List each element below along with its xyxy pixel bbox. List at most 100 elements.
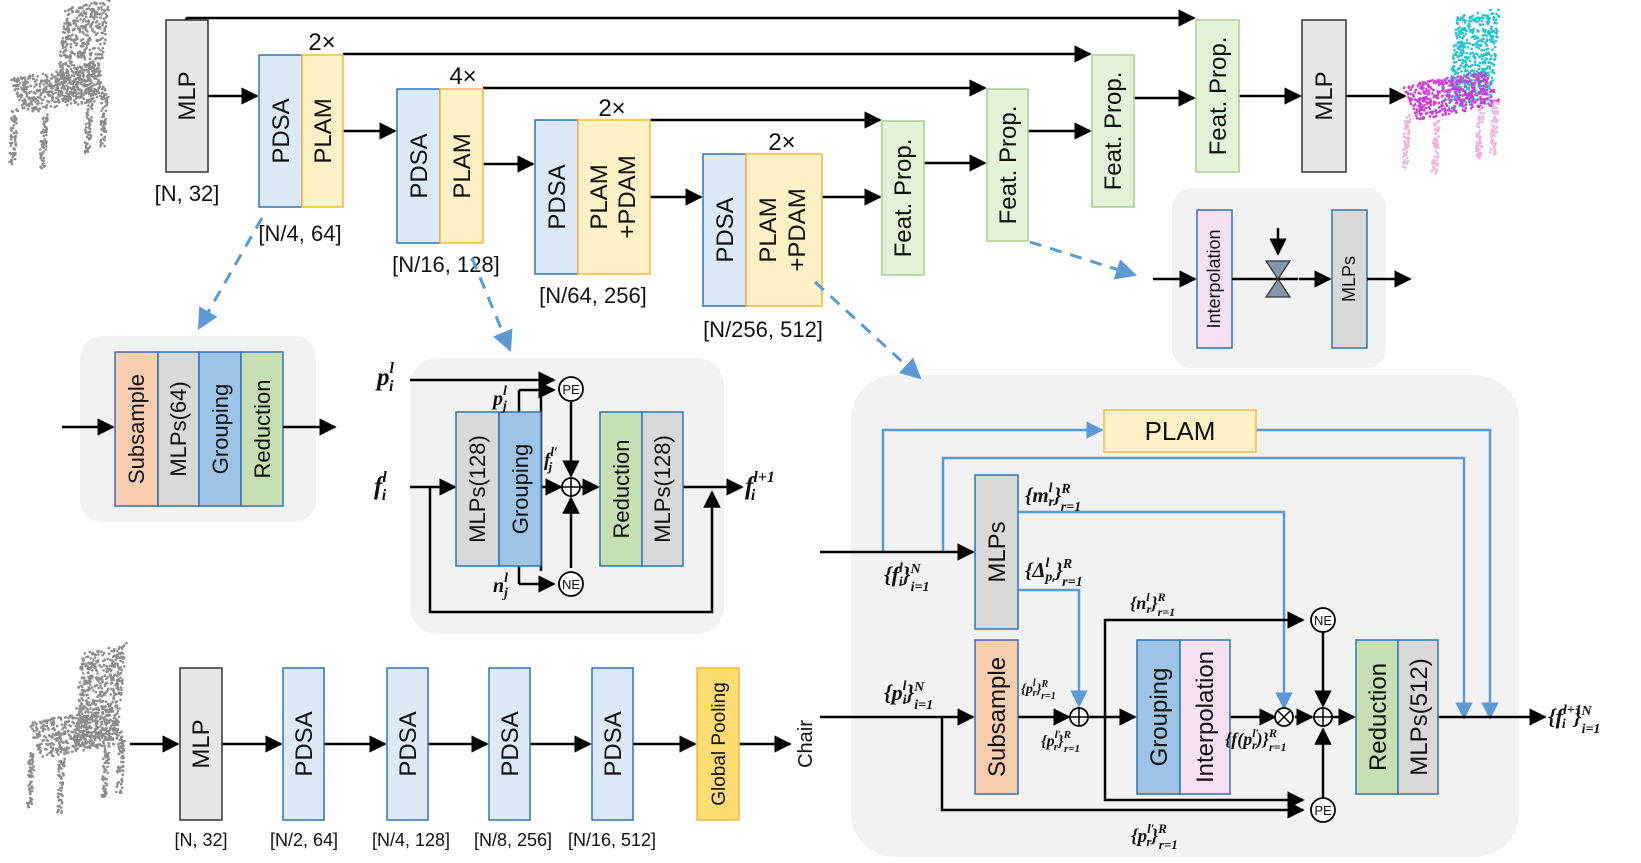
svg-text:[N/4, 128]: [N/4, 128]	[372, 830, 450, 850]
mlp-block-top: MLP	[165, 19, 209, 173]
pdsa-block-b2: PDSA	[386, 667, 429, 821]
svg-text:Grouping: Grouping	[208, 384, 233, 475]
svg-text:PDSA: PDSA	[291, 711, 318, 776]
pdsa-detail: Subsample MLPs(64) Grouping Reduction	[62, 351, 337, 507]
mlp-label: MLP	[174, 71, 201, 120]
mlp-block-top-final: MLP	[1301, 19, 1347, 173]
svg-text:MLPs(128): MLPs(128)	[650, 435, 675, 543]
pdsa-block-b1: PDSA	[282, 667, 325, 821]
feat-prop-block-1: Feat. Prop.	[881, 120, 925, 276]
svg-text:Interpolation: Interpolation	[1204, 229, 1224, 328]
svg-text:Reduction: Reduction	[250, 379, 275, 478]
svg-text:Feat. Prop.: Feat. Prop.	[995, 106, 1022, 225]
svg-text:NE: NE	[1314, 613, 1332, 628]
svg-text:PE: PE	[1314, 803, 1332, 818]
svg-text:PDSA: PDSA	[712, 197, 739, 262]
dim-label: [N/16, 128]	[392, 252, 500, 277]
pdam-detail: PLAM MLPs Subsample Grouping Interpola	[820, 409, 1600, 852]
svg-text:Subsample: Subsample	[124, 374, 149, 484]
class-label: Chair	[795, 720, 817, 768]
stage1-block: PDSA PLAM	[258, 54, 344, 208]
svg-text:Subsample: Subsample	[984, 657, 1011, 777]
svg-text:+PDAM: +PDAM	[614, 155, 641, 238]
svg-text:PLAM: PLAM	[586, 164, 613, 229]
forward-arrows-top	[208, 87, 1407, 206]
svg-text:MLPs: MLPs	[984, 521, 1011, 582]
svg-text:PDSA: PDSA	[395, 711, 422, 776]
svg-text:+PDAM: +PDAM	[784, 188, 811, 271]
multiplier: 4×	[449, 63, 476, 90]
svg-text:MLPs(512): MLPs(512)	[1406, 658, 1433, 775]
svg-text:Interpolation: Interpolation	[1192, 651, 1219, 783]
svg-text:Feat. Prop.: Feat. Prop.	[1205, 37, 1232, 156]
dashed-connectors	[197, 217, 1138, 380]
svg-text:Feat. Prop.: Feat. Prop.	[1100, 72, 1127, 191]
svg-text:PDSA: PDSA	[497, 711, 524, 776]
svg-text:[N/2, 64]: [N/2, 64]	[270, 830, 338, 850]
point-cloud-chair-top	[8, 0, 111, 170]
ne-node	[1310, 607, 1336, 633]
global-pooling-block: Global Pooling	[696, 667, 740, 821]
dim-label: [N/64, 256]	[539, 283, 647, 308]
svg-text:MLP: MLP	[188, 719, 215, 768]
svg-text:NE: NE	[562, 577, 580, 592]
svg-text:MLPs: MLPs	[1339, 256, 1359, 302]
svg-text:Feat. Prop.: Feat. Prop.	[890, 139, 917, 258]
pe-node	[558, 376, 584, 402]
mlp-block-bottom: MLP	[179, 667, 223, 821]
feat-prop-block-4: Feat. Prop.	[1195, 19, 1240, 173]
svg-text:Reduction: Reduction	[1365, 663, 1392, 771]
svg-text:MLPs(128): MLPs(128)	[465, 435, 490, 543]
svg-text:PE: PE	[562, 382, 580, 397]
feat-prop-detail: Interpolation MLPs	[1153, 209, 1412, 349]
dim-label: [N, 32]	[155, 181, 220, 206]
skip-connections	[184, 9, 1196, 129]
svg-text:[N/8, 256]: [N/8, 256]	[474, 830, 552, 850]
multiplier: 2×	[308, 29, 335, 56]
svg-text:PLAM: PLAM	[1145, 416, 1216, 446]
pdsa-block-b3: PDSA	[488, 667, 531, 821]
ne-node	[558, 571, 584, 597]
pe-node	[1310, 797, 1336, 823]
concat-icon	[1264, 260, 1292, 281]
point-cloud-chair-segmented	[1402, 8, 1501, 175]
svg-text:PLAM: PLAM	[755, 197, 782, 262]
point-cloud-chair-bottom	[26, 641, 128, 814]
stage3-block: PDSA PLAM +PDAM	[534, 119, 651, 275]
svg-text:PLAM: PLAM	[449, 133, 476, 198]
multiplier: 2×	[598, 95, 625, 122]
svg-text:PDSA: PDSA	[268, 98, 295, 163]
multiplier: 2×	[768, 129, 795, 156]
svg-text:Reduction: Reduction	[609, 439, 634, 538]
math-f-j-lprime: fl′j	[544, 444, 558, 474]
stage4-block: PDSA PLAM +PDAM	[702, 153, 823, 307]
svg-text:PDSA: PDSA	[600, 711, 627, 776]
dim-label: [N/256, 512]	[703, 317, 823, 342]
stage2-block: PDSA PLAM	[396, 88, 484, 244]
svg-text:MLP: MLP	[1311, 71, 1338, 120]
svg-text:PDSA: PDSA	[406, 133, 433, 198]
svg-text:PLAM: PLAM	[310, 98, 337, 163]
svg-text:[N/16, 512]: [N/16, 512]	[568, 830, 656, 850]
plam-detail: MLPs(128) Grouping Reduction MLPs(128) P…	[374, 360, 775, 614]
svg-text:Grouping: Grouping	[1146, 668, 1173, 767]
feat-prop-block-2: Feat. Prop.	[986, 88, 1029, 242]
pdsa-block-b4: PDSA	[591, 667, 634, 821]
svg-text:MLPs(64): MLPs(64)	[166, 381, 191, 476]
